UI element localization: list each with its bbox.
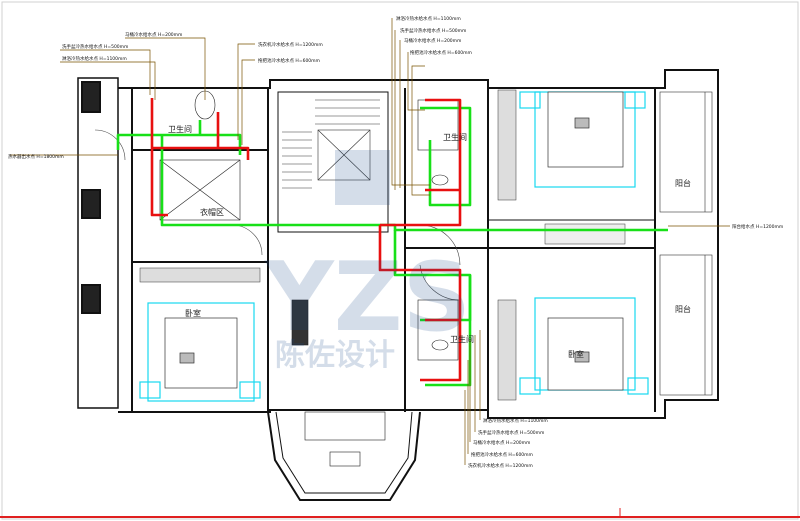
leader-lines	[10, 18, 730, 465]
room-bath-lower: 卫生间	[450, 334, 474, 344]
label-br5: 洗衣机冷水给水点 H=1200mm	[468, 462, 533, 469]
stair-treads	[282, 99, 380, 189]
room-bath-left: 卫生间	[168, 124, 192, 134]
label-br2: 洗手盆冷热水给水点 H=500mm	[478, 429, 544, 436]
label-tr2: 洗手盆冷热水给水点 H=500mm	[400, 27, 466, 34]
label-br4: 拖把池冷水给水点 H=600mm	[471, 451, 533, 458]
label-tl3: 淋浴冷热水给水点 H=1100mm	[62, 55, 127, 62]
room-bath-upper: 卫生间	[443, 132, 467, 142]
label-br3: 马桶冷水给水点 H=200mm	[473, 439, 530, 446]
room-closet: 衣帽区	[200, 207, 224, 217]
svg-text:YZS: YZS	[264, 243, 471, 353]
label-br1: 淋浴冷热水给水点 H=1100mm	[483, 417, 548, 424]
label-tm2: 拖把池冷水给水点 H=600mm	[258, 57, 320, 64]
label-tr3: 马桶冷水给水点 H=200mm	[404, 37, 461, 44]
label-tr4: 拖把池冷水给水点 H=600mm	[410, 49, 472, 56]
room-labels: 衣帽区 卧室 卧室 卫生间 卫生间 卫生间 阳台 阳台	[168, 124, 691, 359]
label-tm1: 洗衣机冷水给水点 H=1200mm	[258, 41, 323, 48]
balcony-rails	[659, 91, 713, 396]
walls	[77, 69, 719, 501]
room-balcony-lower: 阳台	[675, 304, 691, 314]
room-bedroom-left: 卧室	[185, 308, 201, 318]
label-left: 热水器出水点 H=1800mm	[8, 153, 64, 160]
svg-text:陈佐设计: 陈佐设计	[275, 338, 395, 373]
bath-fixtures	[159, 90, 459, 467]
label-tl2: 洗手盆冷热水给水点 H=500mm	[62, 43, 128, 50]
watermark: YZS 陈佐设计	[264, 150, 471, 373]
label-tr1: 淋浴冷热水给水点 H=1100mm	[396, 15, 461, 22]
label-right: 阳台给水点 H=1200mm	[732, 223, 783, 230]
room-bedroom-right: 卧室	[568, 349, 584, 359]
label-tl1: 马桶冷水给水点 H=200mm	[125, 31, 182, 38]
room-balcony-upper: 阳台	[675, 178, 691, 188]
hot-water-pipe	[150, 98, 462, 382]
pipe-labels: 马桶冷水给水点 H=200mm 洗手盆冷热水给水点 H=500mm 淋浴冷热水给…	[8, 15, 783, 469]
beds	[164, 91, 624, 391]
